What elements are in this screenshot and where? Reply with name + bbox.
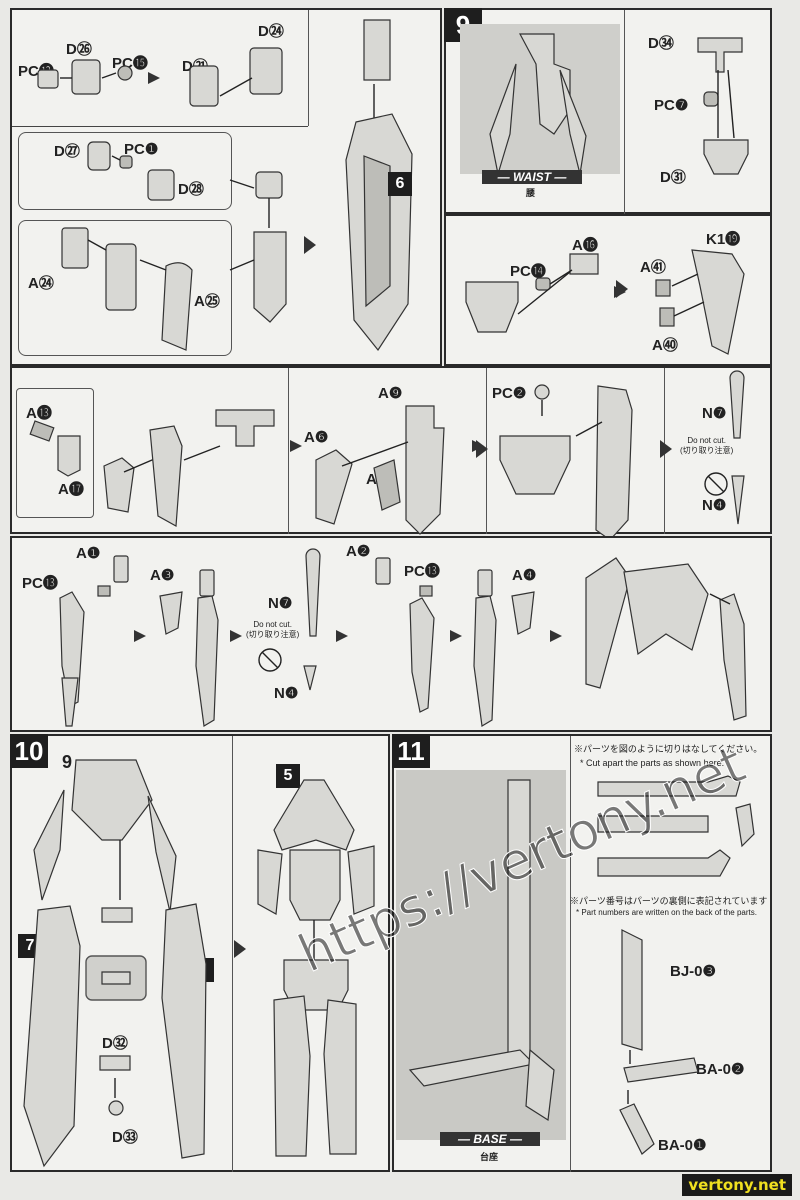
- row3-parts-illustration: [29, 370, 745, 541]
- label-a2: A❷: [346, 543, 371, 560]
- subassembly-box-a13: [16, 388, 94, 518]
- flow-arrow: [476, 440, 488, 458]
- label-a13: A⓭: [26, 405, 52, 422]
- label-pc2: PC❷: [492, 385, 527, 402]
- label-a6: A❻: [304, 429, 329, 446]
- subassembly-box-top: [18, 132, 232, 210]
- step-5-badge: 5: [276, 764, 300, 788]
- waist-caption: — WAIST —: [482, 170, 582, 184]
- label-pc13b: PC⓭: [404, 563, 440, 580]
- label-a16: A⓰: [572, 237, 598, 254]
- part-number-note-jp: ※パーツ番号はパーツの裏側に表記されています: [570, 896, 768, 906]
- step-11-badge: 11: [392, 734, 430, 768]
- leg-assembled-illustration: [345, 19, 413, 352]
- label-d32: D㉜: [102, 1035, 128, 1052]
- flow-arrow: [234, 940, 246, 958]
- label-pc7: PC❼: [654, 97, 689, 114]
- label-n4b: N❹: [274, 685, 299, 702]
- label-n7a: N❼: [702, 405, 727, 422]
- base-stand-illustration: [396, 770, 566, 1140]
- label-d34: D㉞: [648, 35, 674, 52]
- base-caption: — BASE —: [440, 1132, 540, 1146]
- waist-caption-jp: 腰: [526, 188, 536, 198]
- do-not-cut-text: Do not cut.: [253, 620, 292, 629]
- label-n7b: N❼: [268, 595, 293, 612]
- base-caption-jp: 台座: [480, 1152, 499, 1162]
- flow-arrow: [660, 440, 672, 458]
- label-d27: D㉗: [54, 143, 80, 160]
- label-a24: A㉔: [28, 275, 54, 292]
- flow-arrow: [616, 280, 628, 298]
- watermark-corner: vertony.net: [682, 1174, 792, 1196]
- label-a3: A❸: [150, 567, 175, 584]
- base-parts-cut-illustration: [597, 775, 755, 877]
- label-d24: D㉔: [258, 23, 284, 40]
- row4-parts-illustration: [59, 548, 747, 727]
- label-a40: A㊵: [652, 337, 678, 354]
- k1-parts-illustration: [465, 249, 745, 355]
- label-ba01: BA-0❶: [658, 1137, 707, 1154]
- label-a25: A㉕: [194, 293, 220, 310]
- step-6-badge: 6: [388, 172, 412, 196]
- label-a9: A❾: [378, 385, 403, 402]
- flow-arrow: [304, 236, 316, 254]
- parts-illustration-leg-assembly: [61, 141, 287, 351]
- base-assembly-illustration: [619, 929, 699, 1155]
- part-number-note-en: * Part numbers are written on the back o…: [576, 908, 757, 917]
- step-10-badge: 10: [10, 734, 48, 768]
- cut-note-en: * Cut apart the parts as shown here.: [580, 758, 725, 768]
- step10-assembled-illustration: [257, 779, 375, 1157]
- do-not-cut-note-a: Do not cut. (切り取り注意): [680, 436, 733, 456]
- step10-legs-illustration: [23, 759, 207, 1168]
- waist-parts-illustration: [697, 37, 749, 175]
- step-9-subref: 9: [62, 752, 73, 772]
- label-ba02: BA-0❷: [696, 1061, 745, 1078]
- label-a17: A⓱: [58, 481, 84, 498]
- do-not-cut-text-jp: (切り取り注意): [246, 630, 300, 639]
- label-a1: A❶: [76, 545, 101, 562]
- parts-illustration-d26: [37, 47, 283, 107]
- label-n4a: N❹: [702, 497, 727, 514]
- label-k119: K1⓳: [706, 231, 741, 248]
- label-d31: D㉛: [660, 169, 686, 186]
- do-not-cut-text: Do not cut.: [687, 436, 726, 445]
- label-pc14: PC⓮: [510, 263, 546, 280]
- label-pc13a: PC⓭: [22, 575, 58, 592]
- waist-illustration: [460, 24, 620, 175]
- label-pc1: PC❶: [124, 141, 159, 158]
- do-not-cut-text-jp: (切り取り注意): [680, 446, 734, 455]
- label-a41: A㊶: [640, 259, 666, 276]
- label-d33: D㉝: [112, 1129, 138, 1146]
- label-d28: D㉘: [178, 181, 204, 198]
- label-bj03: BJ-0❸: [670, 963, 716, 980]
- cut-note-jp: ※パーツを図のように切りはなしてください。: [574, 744, 763, 754]
- label-a4: A❹: [512, 567, 537, 584]
- do-not-cut-note-b: Do not cut. (切り取り注意): [246, 620, 299, 640]
- label-d26: D㉖: [66, 41, 92, 58]
